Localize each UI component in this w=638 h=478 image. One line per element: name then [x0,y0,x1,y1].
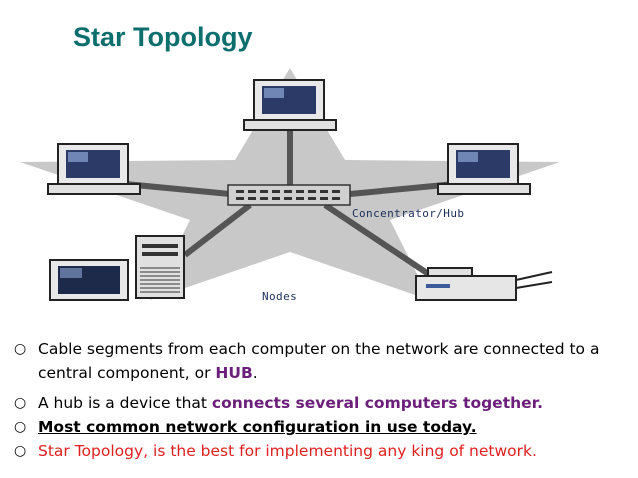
printer-icon [415,267,553,301]
bullet-text: Star Topology, is the best for implement… [38,442,537,460]
computer-icon [437,143,531,195]
bullet-text: A hub is a device that [38,394,212,412]
bullet-text-end: . [252,364,258,382]
bullet-item: ○ Most common network configuration in u… [14,415,632,439]
star-topology-diagram: Concentrator/Hub Nodes [20,68,560,303]
bullet-highlight: HUB [215,364,253,382]
bullet-item: ○ Star Topology, is the best for impleme… [14,439,632,463]
bullet-text: Cable segments from each computer on the… [38,340,600,382]
bullet-marker-icon: ○ [14,395,27,411]
hub-label: Concentrator/Hub [352,207,464,220]
bullet-item: ○ A hub is a device that connects severa… [14,391,632,415]
bullet-list: ○ Cable segments from each computer on t… [14,337,632,463]
workstation-icon [49,235,185,301]
bullet-marker-icon: ○ [14,341,27,357]
bullet-highlight: connects several computers together. [211,394,543,412]
bullet-item: ○ Cable segments from each computer on t… [14,337,632,385]
computer-icon [243,79,337,131]
bullet-text: Most common network configuration in use… [38,418,477,436]
computer-icon [47,143,141,195]
slide-title: Star Topology [73,22,253,52]
hub-icon [227,184,351,206]
bullet-marker-icon: ○ [14,419,27,435]
bullet-marker-icon: ○ [14,443,27,459]
nodes-label: Nodes [262,290,297,303]
